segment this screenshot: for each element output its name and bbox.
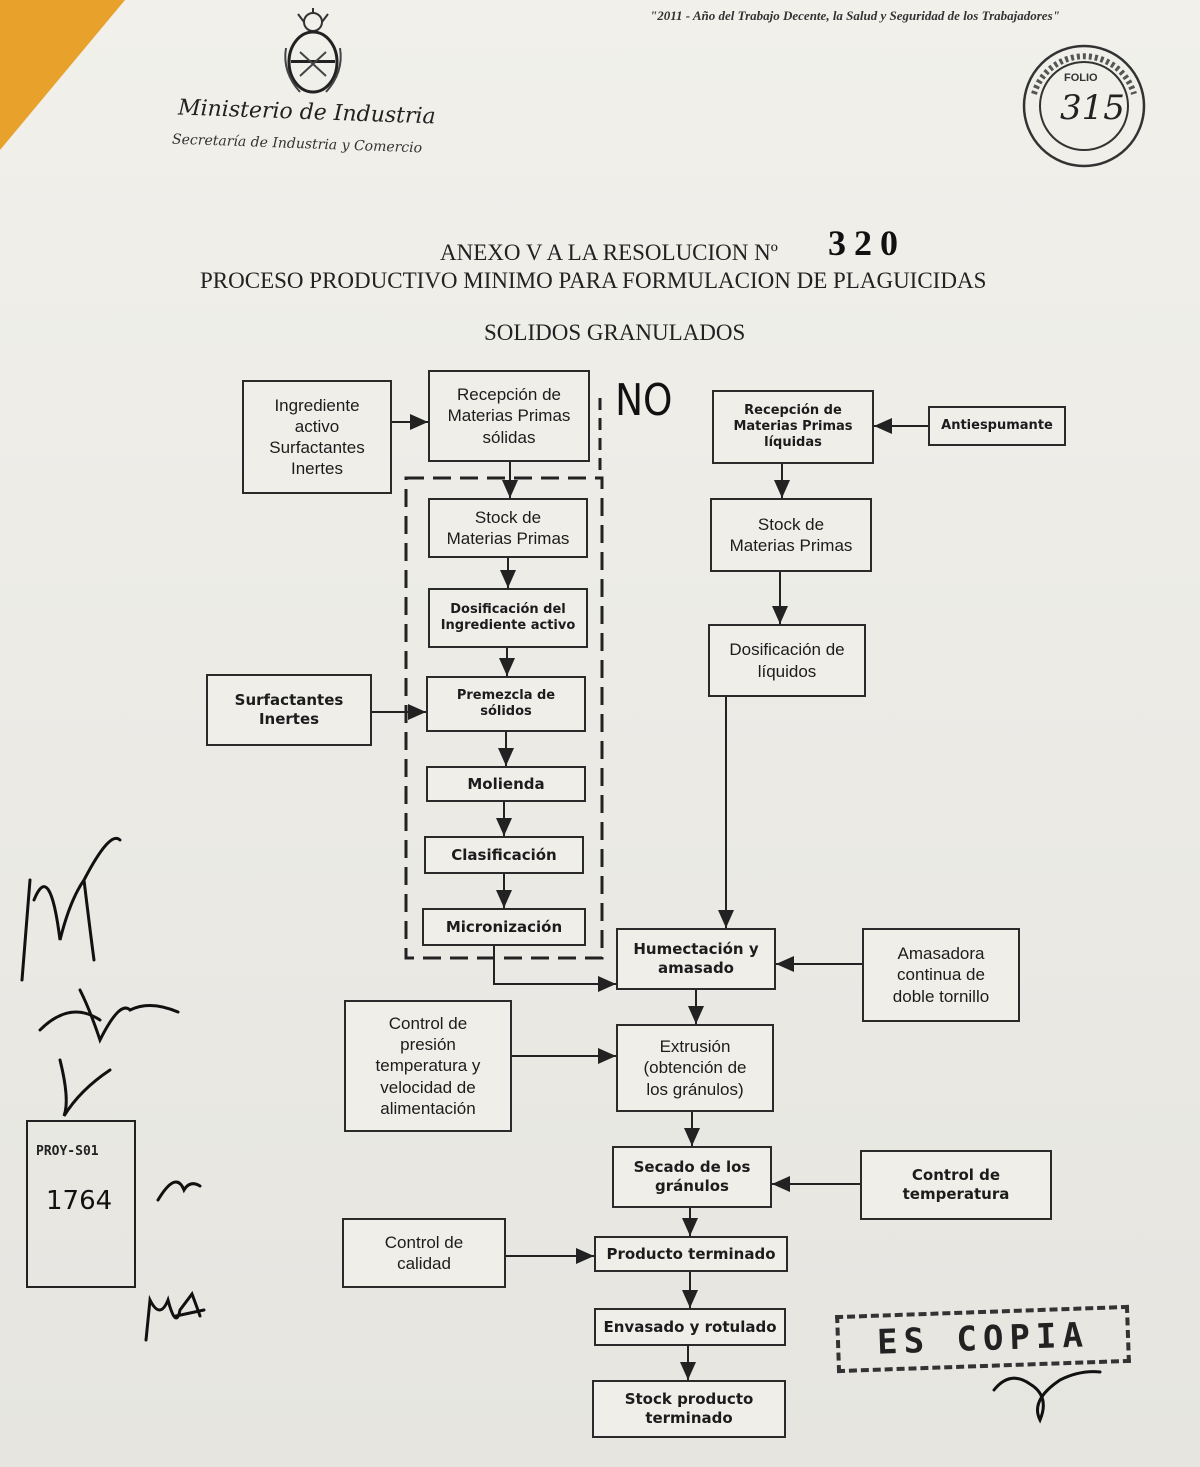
packaging-box: Envasado y rotulado [594, 1308, 786, 1346]
resolution-number: 320 [828, 223, 906, 263]
finished-product-box: Producto terminado [594, 1236, 788, 1272]
active-dosing-box: Dosificación del Ingrediente activo [428, 588, 588, 648]
classification-box: Clasificación [424, 836, 584, 874]
surfactants-inerts-box: Surfactantes Inertes [206, 674, 372, 746]
handwritten-no: NO [615, 375, 673, 426]
year-tagline: "2011 - Año del Trabajo Decente, la Salu… [650, 8, 1060, 23]
project-stamp-box [26, 1120, 136, 1288]
solids-inputs-box: Ingrediente activo Surfactantes Inertes [242, 380, 392, 494]
document-subtitle: SOLIDOS GRANULADOS [484, 320, 746, 345]
folio-label: FOLIO [1064, 72, 1098, 84]
wetting-kneading-box: Humectación y amasado [616, 928, 776, 990]
pressure-control-box: Control de presión temperatura y velocid… [344, 1000, 512, 1132]
drying-box: Secado de los gránulos [612, 1146, 772, 1208]
finished-stock-box: Stock producto terminado [592, 1380, 786, 1438]
antifoam-box: Antiespumante [928, 406, 1066, 446]
micronization-box: Micronización [422, 908, 586, 946]
liquids-stock-box: Stock de Materias Primas [710, 498, 872, 572]
folio-seal-icon [1022, 44, 1146, 168]
folded-corner [0, 0, 125, 150]
annex-heading: ANEXO V A LA RESOLUCION Nº [440, 240, 778, 265]
quality-control-box: Control de calidad [342, 1218, 506, 1288]
liquids-reception-box: Recepción de Materias Primas líquidas [712, 390, 874, 464]
folio-number: 315 [1060, 88, 1125, 128]
solids-stock-box: Stock de Materias Primas [428, 498, 588, 558]
project-stamp-number: 1764 [46, 1186, 113, 1216]
liquids-dosing-box: Dosificación de líquidos [708, 624, 866, 697]
document-title: PROCESO PRODUCTIVO MINIMO PARA FORMULACI… [200, 268, 987, 293]
milling-box: Molienda [426, 766, 586, 802]
project-stamp-label: PROY-S01 [36, 1144, 99, 1159]
premix-box: Premezcla de sólidos [426, 676, 586, 732]
kneader-box: Amasadora continua de doble tornillo [862, 928, 1020, 1022]
national-crest-icon [284, 8, 342, 94]
temperature-control-box: Control de temperatura [860, 1150, 1052, 1220]
extrusion-box: Extrusión (obtención de los gránulos) [616, 1024, 774, 1112]
copy-stamp: ES COPIA [835, 1304, 1131, 1374]
solids-process-boundary [404, 476, 604, 960]
solids-reception-box: Recepción de Materias Primas sólidas [428, 370, 590, 462]
